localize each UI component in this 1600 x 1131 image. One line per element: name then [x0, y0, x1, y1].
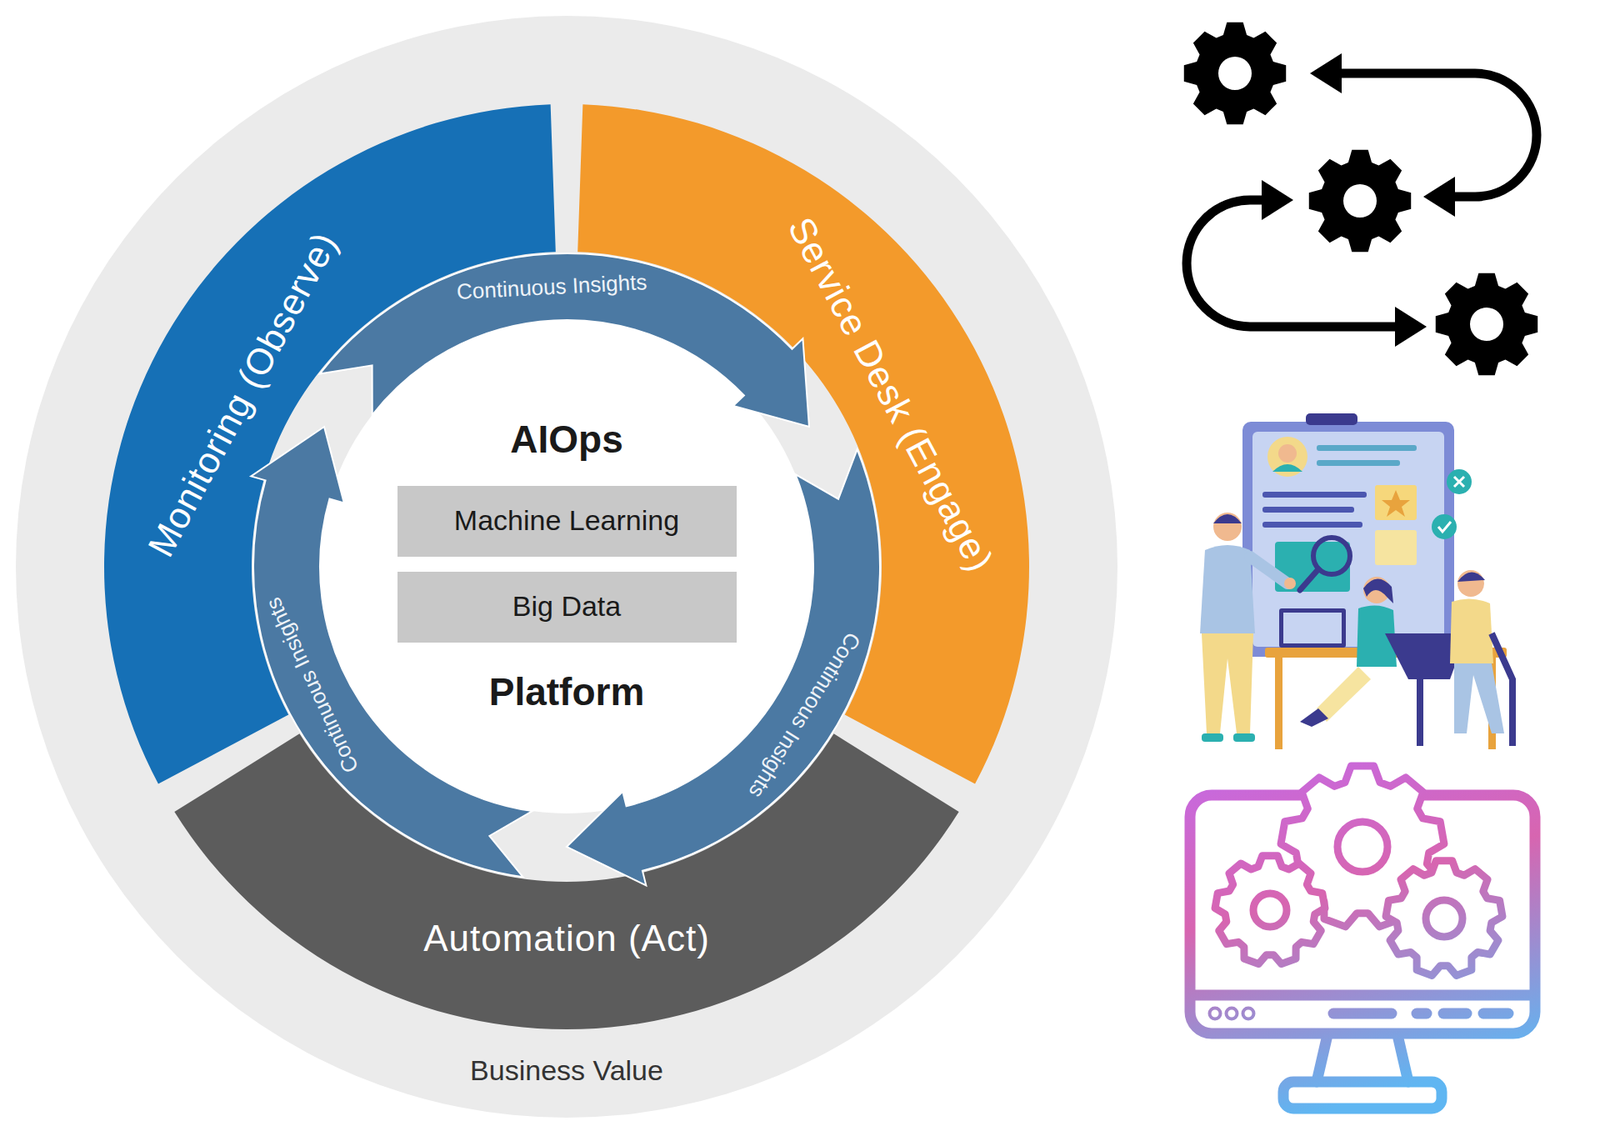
text-holder: Continuous Insights	[743, 627, 865, 803]
text-holder: Big Data	[512, 590, 621, 623]
node-label: AIOps	[510, 417, 623, 462]
text-holder: Machine Learning	[454, 504, 680, 537]
insight-arrow	[320, 253, 810, 427]
node-label: Business Value	[470, 1054, 664, 1087]
label-layer: Continuous InsightsContinuous InsightsCo…	[15, 15, 1118, 1118]
platform-box: Machine Learning	[397, 485, 737, 557]
arrow-heads	[1261, 53, 1455, 347]
text-holder: Platform	[489, 670, 645, 715]
text-holder: Business Value	[470, 1054, 664, 1087]
platform-core: Machine LearningBig Data AIOpsPlatform	[320, 320, 814, 814]
gear-symbols	[1184, 22, 1538, 375]
outer-value-circle: Monitoring (Observe)Service Desk (Engage…	[15, 15, 1118, 1118]
node-label: Automation (Act)	[423, 917, 710, 960]
arrow-label: Continuous Insights	[743, 627, 865, 803]
team-illustration	[1200, 413, 1513, 750]
box-label: Big Data	[512, 590, 621, 623]
monitor-illustration	[1190, 765, 1535, 1109]
insight-arrow	[566, 449, 880, 885]
node-label: Platform	[489, 670, 645, 715]
insight-arrow-ring	[15, 15, 1118, 1118]
text-holder: Automation (Act)	[423, 917, 710, 960]
core-disc	[320, 320, 814, 814]
text-holder: Continuous Insights	[456, 270, 649, 305]
gear-symbol	[1184, 22, 1286, 125]
text-holder: AIOps	[510, 417, 623, 462]
gear-outline	[1385, 860, 1503, 976]
outer-circle	[15, 15, 1118, 1118]
node-shape	[320, 320, 814, 814]
platform-box: Big Data	[397, 571, 737, 643]
gear-symbol	[1309, 150, 1411, 252]
insight-arrow	[250, 426, 533, 877]
text-holder: Continuous Insights	[261, 593, 365, 777]
gear-outline	[1215, 855, 1325, 965]
arrow-label: Continuous Insights	[456, 270, 649, 305]
gear-symbol	[1435, 273, 1538, 375]
arrow-label: Continuous Insights	[261, 593, 365, 777]
box-label: Machine Learning	[454, 504, 680, 537]
